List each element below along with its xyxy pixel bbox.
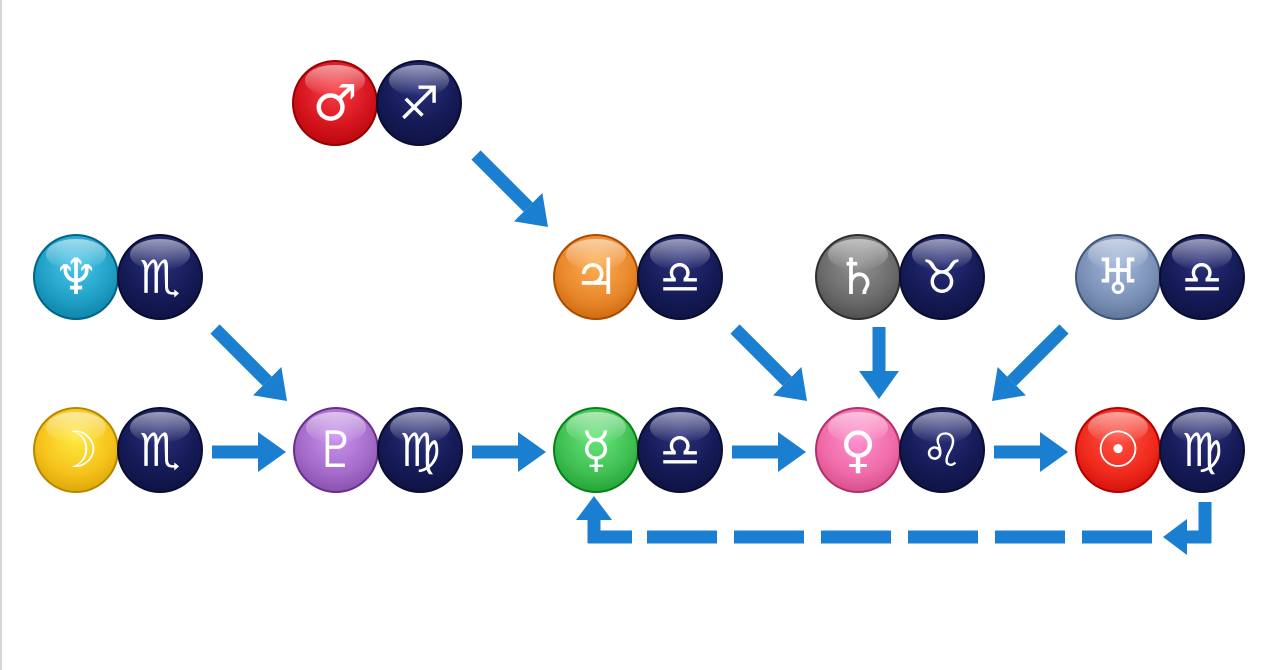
virgo-icon: ♍ xyxy=(377,407,463,493)
leo-icon: ♌ xyxy=(899,407,985,493)
arrow-sun-to-mercury xyxy=(576,496,1212,555)
mercury-icon: ☿ xyxy=(553,407,639,493)
neptune-planet-glyph: ♆ xyxy=(53,248,99,306)
node-neptune: ♆♏ xyxy=(33,234,205,322)
mars-planet-glyph: ♂ xyxy=(312,74,358,132)
uranus-icon: ♅ xyxy=(1075,234,1161,320)
pluto-icon: ♇ xyxy=(293,407,379,493)
sun-icon: ☉ xyxy=(1075,407,1161,493)
arrow-mars-to-jupiter xyxy=(471,150,548,227)
sun-planet-glyph: ☉ xyxy=(1095,421,1141,479)
arrow-jupiter-to-venus xyxy=(730,324,807,401)
venus-sign-glyph: ♌ xyxy=(921,423,963,477)
jupiter-icon: ♃ xyxy=(553,234,639,320)
node-pluto: ♇♍ xyxy=(293,407,465,495)
node-saturn: ♄♉ xyxy=(815,234,987,322)
moon-sign-glyph: ♏ xyxy=(139,423,181,477)
libra-icon: ♎ xyxy=(637,234,723,320)
saturn-planet-glyph: ♄ xyxy=(835,248,881,306)
node-mars: ♂♐ xyxy=(292,60,464,148)
moon-icon: ☽ xyxy=(33,407,119,493)
arrow-saturn-to-venus xyxy=(859,327,899,399)
left-border xyxy=(0,0,2,670)
venus-planet-glyph: ♀ xyxy=(839,421,877,479)
arrow-pluto-to-mercury xyxy=(472,432,546,472)
node-sun: ☉♍ xyxy=(1075,407,1247,495)
arrow-venus-to-sun xyxy=(994,432,1068,472)
node-mercury: ☿♎ xyxy=(553,407,725,495)
neptune-sign-glyph: ♏ xyxy=(139,250,181,304)
node-venus: ♀♌ xyxy=(815,407,987,495)
uranus-sign-glyph: ♎ xyxy=(1181,250,1223,304)
arrow-moon-to-pluto xyxy=(212,432,286,472)
node-jupiter: ♃♎ xyxy=(553,234,725,322)
libra-icon: ♎ xyxy=(637,407,723,493)
pluto-sign-glyph: ♍ xyxy=(399,423,441,477)
arrow-uranus-to-venus xyxy=(992,324,1069,401)
node-moon: ☽♏ xyxy=(33,407,205,495)
mercury-planet-glyph: ☿ xyxy=(580,421,612,479)
scorpio-icon: ♏ xyxy=(117,407,203,493)
arrow-neptune-to-pluto xyxy=(210,324,287,401)
mercury-sign-glyph: ♎ xyxy=(659,423,701,477)
virgo-icon: ♍ xyxy=(1159,407,1245,493)
libra-icon: ♎ xyxy=(1159,234,1245,320)
uranus-planet-glyph: ♅ xyxy=(1095,248,1141,306)
jupiter-sign-glyph: ♎ xyxy=(659,250,701,304)
saturn-icon: ♄ xyxy=(815,234,901,320)
mars-icon: ♂ xyxy=(292,60,378,146)
sagittarius-icon: ♐ xyxy=(376,60,462,146)
mars-sign-glyph: ♐ xyxy=(398,76,440,130)
neptune-icon: ♆ xyxy=(33,234,119,320)
sun-sign-glyph: ♍ xyxy=(1181,423,1223,477)
arrow-mercury-to-venus xyxy=(732,432,806,472)
node-uranus: ♅♎ xyxy=(1075,234,1247,322)
venus-icon: ♀ xyxy=(815,407,901,493)
scorpio-icon: ♏ xyxy=(117,234,203,320)
jupiter-planet-glyph: ♃ xyxy=(573,248,619,306)
taurus-icon: ♉ xyxy=(899,234,985,320)
pluto-planet-glyph: ♇ xyxy=(313,421,359,479)
saturn-sign-glyph: ♉ xyxy=(921,250,963,304)
moon-planet-glyph: ☽ xyxy=(53,421,99,479)
